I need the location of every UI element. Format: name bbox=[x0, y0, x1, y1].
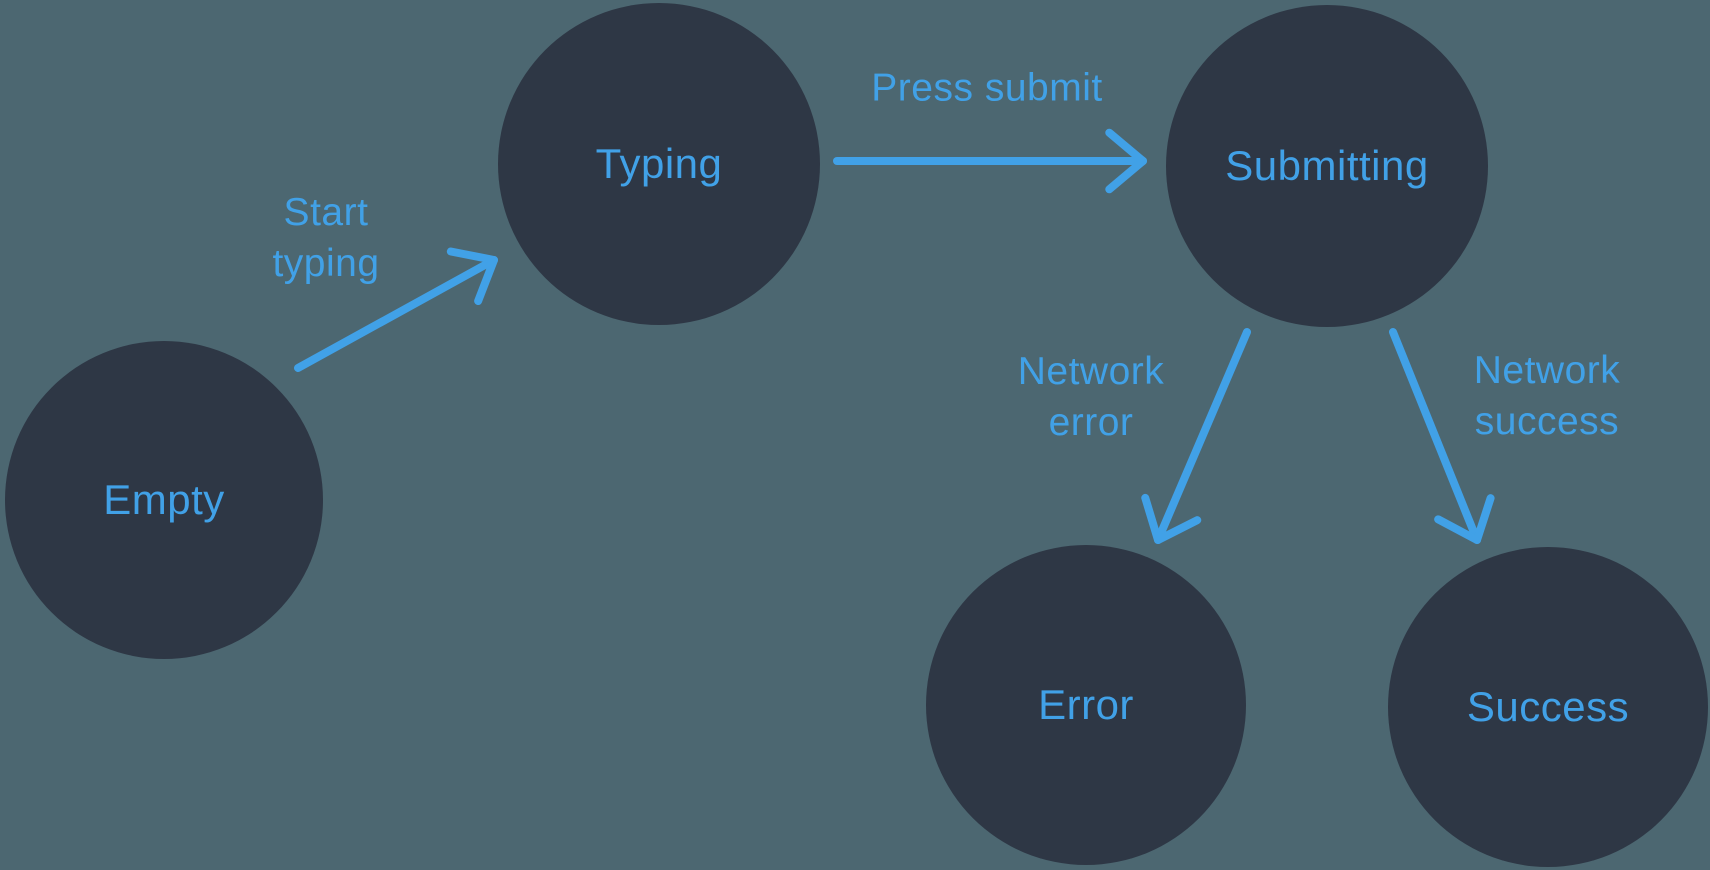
transition-label-line: Network bbox=[1473, 349, 1621, 392]
state-node-submitting: Submitting bbox=[1166, 5, 1488, 327]
state-label-error: Error bbox=[1038, 681, 1134, 728]
transition-label-line: Press submit bbox=[871, 66, 1103, 110]
state-node-error: Error bbox=[926, 545, 1246, 865]
transition-arrowhead-network-error bbox=[1141, 493, 1202, 544]
transition-label-press-submit: Press submit bbox=[871, 63, 1102, 114]
transition-arrowhead-network-success bbox=[1434, 494, 1495, 544]
transition-arrow-network-success bbox=[1389, 328, 1481, 544]
transition-arrowhead-start-typing bbox=[446, 247, 498, 306]
transition-label-line: Network bbox=[1017, 350, 1165, 393]
state-node-typing: Typing bbox=[498, 3, 820, 325]
transition-label-line: typing bbox=[272, 242, 380, 285]
transition-arrow-start-typing bbox=[294, 256, 498, 372]
transition-label-network-success: Network success bbox=[1474, 345, 1621, 447]
state-label-empty: Empty bbox=[103, 476, 225, 523]
state-node-success: Success bbox=[1388, 547, 1708, 867]
state-label-submitting: Submitting bbox=[1225, 142, 1429, 189]
state-label-success: Success bbox=[1466, 683, 1630, 730]
transition-label-line: error bbox=[1048, 401, 1134, 444]
transition-label-network-error: Network error bbox=[1018, 346, 1165, 448]
transition-label-line: success bbox=[1474, 400, 1620, 443]
state-node-empty: Empty bbox=[5, 341, 323, 659]
transition-arrowhead-press-submit bbox=[1105, 128, 1147, 194]
state-label-typing: Typing bbox=[595, 140, 723, 187]
transition-arrow-network-error bbox=[1154, 328, 1251, 544]
transition-label-start-typing: Start typing bbox=[272, 187, 379, 289]
transition-label-line: Start bbox=[283, 191, 369, 234]
